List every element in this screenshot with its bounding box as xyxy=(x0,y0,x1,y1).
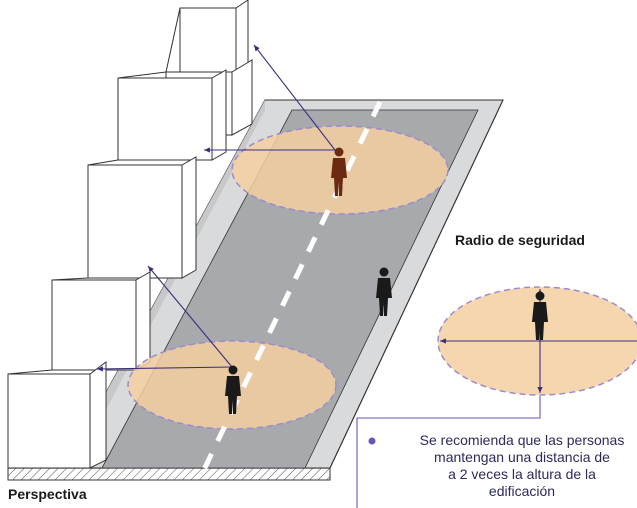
lane-divider xyxy=(197,100,383,480)
distance-arrows xyxy=(96,44,336,372)
person-icon xyxy=(225,365,241,414)
radius-detail xyxy=(437,286,637,396)
recommendation-note: Se recomienda que las personas mantengan… xyxy=(372,432,637,500)
perspective-label: Perspectiva xyxy=(8,486,87,502)
note-leader xyxy=(356,396,541,508)
note-line: edificación xyxy=(488,483,556,499)
note-line: mantengan una distancia de xyxy=(434,449,610,465)
person-icon xyxy=(376,267,392,316)
buildings xyxy=(7,0,253,469)
note-line: a 2 veces la altura de la xyxy=(448,466,596,482)
radius-title: Radio de seguridad xyxy=(455,232,585,248)
person-highlight-icon xyxy=(331,147,347,196)
note-line: Se recomienda que las personas xyxy=(419,432,625,448)
person-icon xyxy=(532,291,548,340)
ground-hatch xyxy=(7,467,331,481)
